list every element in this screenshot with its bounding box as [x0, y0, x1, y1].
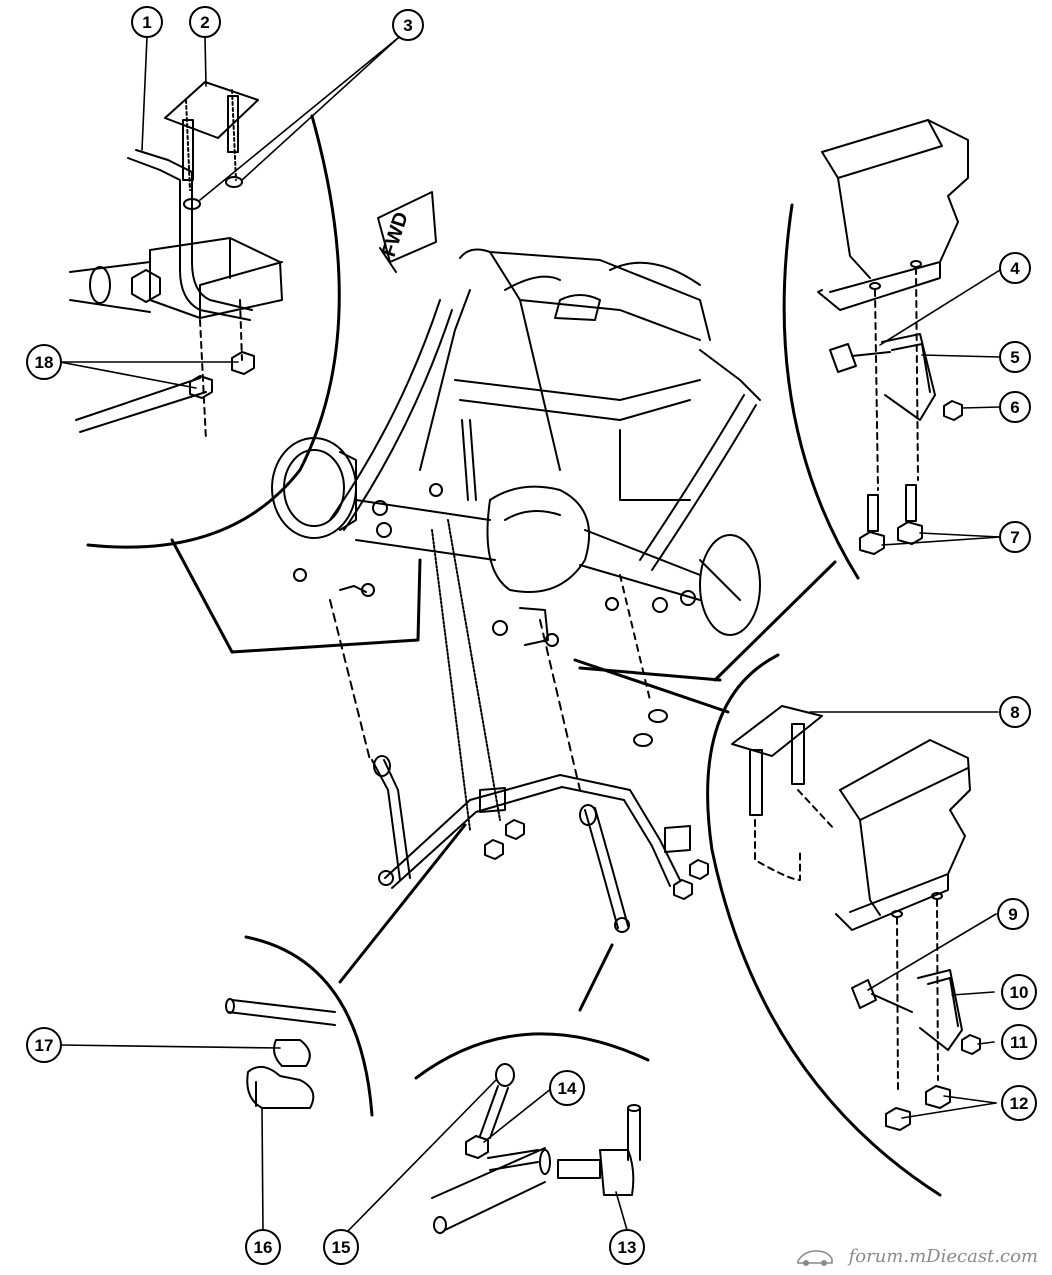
car-logo-icon — [797, 1250, 833, 1266]
svg-text:14: 14 — [558, 1079, 577, 1098]
svg-text:16: 16 — [254, 1238, 273, 1257]
callout-1: 1 — [131, 6, 163, 38]
center-axle-assembly — [271, 248, 761, 831]
detail-bushing-clamp — [225, 998, 336, 1109]
detail-stabilizer-bracket — [69, 81, 283, 441]
callout-3: 3 — [392, 9, 424, 41]
svg-text:15: 15 — [332, 1238, 351, 1257]
svg-text:11: 11 — [1010, 1033, 1028, 1052]
detail-frame-bracket-lower — [731, 705, 981, 1131]
detail-frame-bracket-upper — [817, 119, 969, 555]
svg-text:8: 8 — [1010, 703, 1019, 722]
callout-8: 8 — [999, 696, 1031, 728]
svg-text:18: 18 — [35, 353, 54, 372]
callout-6: 6 — [999, 391, 1031, 423]
detail-end-link — [431, 1063, 641, 1234]
watermark-text[interactable]: forum.mDiecast.com — [848, 1246, 1038, 1267]
callout-7: 7 — [999, 521, 1031, 553]
svg-text:1: 1 — [142, 13, 151, 32]
fwd-label: FWD — [378, 209, 413, 259]
svg-text:9: 9 — [1008, 905, 1017, 924]
callout-17: 17 — [26, 1027, 62, 1063]
callout-13: 13 — [609, 1229, 645, 1265]
callout-9: 9 — [997, 898, 1029, 930]
callout-18: 18 — [26, 344, 62, 380]
svg-text:2: 2 — [200, 13, 209, 32]
leader-lines — [59, 36, 1001, 1233]
callout-4: 4 — [999, 252, 1031, 284]
svg-text:6: 6 — [1010, 398, 1019, 417]
svg-text:17: 17 — [35, 1036, 54, 1055]
callout-10: 10 — [1001, 974, 1037, 1010]
stabilizer-bar-assembly — [371, 709, 709, 933]
callout-2: 2 — [189, 6, 221, 38]
callout-11: 11 — [1001, 1024, 1037, 1060]
fwd-arrow-icon — [377, 191, 437, 273]
svg-text:7: 7 — [1010, 528, 1019, 547]
svg-text:13: 13 — [618, 1238, 637, 1257]
callout-16: 16 — [245, 1229, 281, 1265]
svg-text:12: 12 — [1010, 1094, 1029, 1113]
svg-text:10: 10 — [1010, 983, 1029, 1002]
callout-12: 12 — [1001, 1085, 1037, 1121]
callout-14: 14 — [549, 1070, 585, 1106]
svg-text:4: 4 — [1010, 259, 1020, 278]
svg-text:5: 5 — [1010, 348, 1019, 367]
callout-5: 5 — [999, 341, 1031, 373]
callout-15: 15 — [323, 1229, 359, 1265]
svg-text:3: 3 — [403, 16, 412, 35]
detail-outlines — [86, 114, 942, 1197]
